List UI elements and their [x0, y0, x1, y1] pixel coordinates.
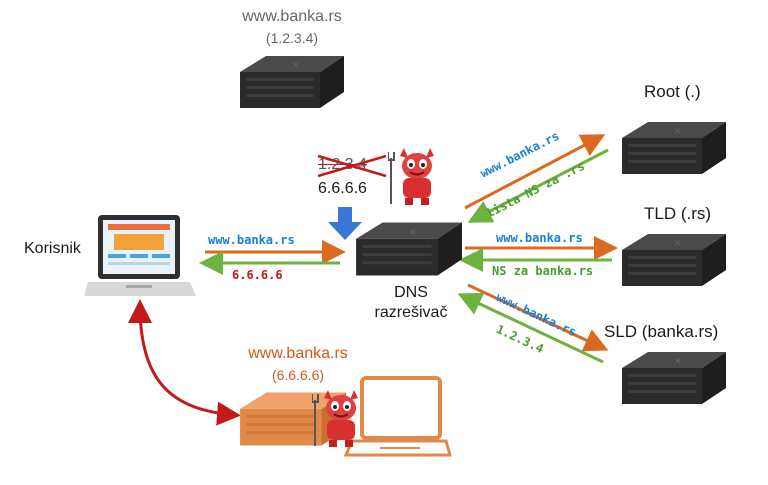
svg-text:✕: ✕ [674, 127, 682, 137]
fake-server-ip: (6.6.6.6) [271, 367, 325, 383]
user-laptop-icon [84, 215, 196, 296]
attacker-devil-icon [388, 148, 434, 205]
user-label: Korisnik [24, 240, 81, 257]
svg-text:✕: ✕ [292, 61, 300, 71]
resolver-label-line2: razrešivač [374, 304, 448, 321]
sld-answer-arrow [457, 292, 604, 364]
svg-text:✕: ✕ [674, 239, 682, 249]
fake-server-name: www.banka.rs [248, 345, 348, 362]
poison-new-ip: 6.6.6.6 [318, 180, 367, 197]
tld-answer-text: NS za banka.rs [492, 264, 594, 278]
legit-web-server-icon: ✕ [240, 56, 344, 108]
root-server-icon: ✕ [622, 122, 726, 174]
tld-query-text: www.banka.rs [496, 231, 583, 245]
attacker-devil-icon-2 [312, 390, 358, 447]
dns-resolver-server-icon: ✕ [356, 222, 462, 276]
sld-label: SLD (banka.rs) [604, 322, 719, 341]
legit-server-name: www.banka.rs [242, 8, 342, 25]
root-query-arrow [464, 134, 606, 210]
tld-server-icon: ✕ [622, 234, 726, 286]
user-query-text: www.banka.rs [208, 233, 295, 247]
resolver-label-line1: DNS [394, 284, 428, 301]
fake-laptop-icon [343, 376, 452, 457]
cross-out-icon [317, 154, 387, 178]
svg-text:✕: ✕ [409, 227, 417, 238]
root-answer-arrow [467, 148, 609, 223]
svg-text:✕: ✕ [674, 357, 682, 367]
attack-arrow [128, 299, 241, 426]
user-answer-text: 6.6.6.6 [232, 268, 283, 282]
root-label: Root (.) [644, 82, 701, 101]
sld-server-icon: ✕ [622, 352, 726, 404]
legit-server-ip: (1.2.3.4) [265, 30, 319, 46]
inject-arrow [328, 207, 362, 240]
tld-label: TLD (.rs) [644, 204, 712, 223]
sld-query-arrow [467, 283, 609, 352]
